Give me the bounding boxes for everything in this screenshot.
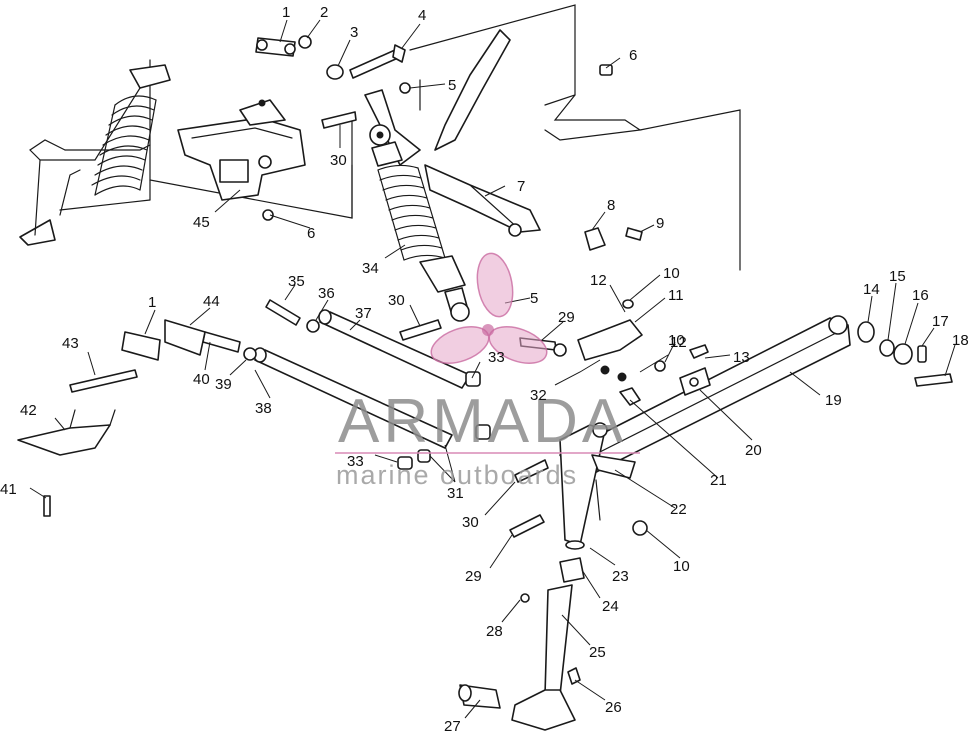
callout-6: 6 — [629, 47, 637, 64]
rear-suspension-assembly — [19, 64, 171, 246]
callout-1: 1 — [282, 4, 290, 21]
callout-16: 16 — [912, 287, 929, 304]
callout-42: 42 — [20, 402, 37, 419]
callout-21: 21 — [710, 472, 727, 489]
callout-41: 41 — [0, 481, 17, 498]
callout-14: 14 — [863, 281, 880, 298]
callout-1: 1 — [148, 294, 156, 311]
callout-30: 30 — [388, 292, 405, 309]
callout-10: 10 — [668, 332, 685, 349]
front-shock-absorber — [364, 89, 470, 322]
callout-6: 6 — [307, 225, 315, 242]
callout-leader-lines — [29, 19, 956, 719]
watermark-flower-logo — [430, 252, 548, 364]
callout-12: 12 — [670, 334, 687, 351]
callout-2: 2 — [320, 4, 328, 21]
watermark-brand: ARMADA — [338, 387, 627, 456]
callout-24: 24 — [602, 598, 619, 615]
callout-12: 12 — [590, 272, 607, 289]
callout-5: 5 — [530, 290, 538, 307]
callout-3: 3 — [350, 24, 358, 41]
callout-13: 13 — [733, 349, 750, 366]
callout-22: 22 — [670, 501, 687, 518]
callout-10: 10 — [673, 558, 690, 575]
callout-30: 30 — [330, 152, 347, 169]
link-arm-38 — [253, 347, 453, 449]
shock-mount-bracket — [177, 99, 306, 201]
callout-19: 19 — [825, 392, 842, 409]
callout-45: 45 — [193, 214, 210, 231]
hardware-parts — [17, 35, 953, 685]
callout-43: 43 — [62, 335, 79, 352]
callout-33: 33 — [347, 453, 364, 470]
front-coil-spring — [377, 164, 446, 261]
callout-15: 15 — [889, 268, 906, 285]
callout-17: 17 — [932, 313, 949, 330]
callout-31: 31 — [447, 485, 464, 502]
callout-5: 5 — [448, 77, 456, 94]
callout-27: 27 — [444, 718, 461, 734]
callout-29: 29 — [558, 309, 575, 326]
callout-8: 8 — [607, 197, 615, 214]
watermark: ARMADA marine outboards — [335, 252, 640, 490]
callout-29: 29 — [465, 568, 482, 585]
callout-40: 40 — [193, 371, 210, 388]
callout-33: 33 — [488, 349, 505, 366]
callout-38: 38 — [255, 400, 272, 417]
callout-44: 44 — [203, 293, 220, 310]
callout-11: 11 — [668, 287, 684, 304]
callout-7: 7 — [517, 178, 525, 195]
spindle-assembly — [458, 422, 636, 731]
upper-control-arm — [424, 164, 541, 237]
callout-30: 30 — [462, 514, 479, 531]
callout-20: 20 — [745, 442, 762, 459]
callout-25: 25 — [589, 644, 606, 661]
rear-coil-spring — [91, 95, 157, 196]
chassis-frame-outline — [149, 4, 741, 271]
callout-23: 23 — [612, 568, 629, 585]
callout-4: 4 — [418, 7, 426, 24]
callout-26: 26 — [605, 699, 622, 716]
frame-front-post — [434, 29, 511, 151]
callout-9: 9 — [656, 215, 664, 232]
callout-18: 18 — [952, 332, 969, 349]
watermark-tagline: marine outboards — [336, 460, 578, 490]
callout-32: 32 — [530, 387, 547, 404]
callout-35: 35 — [288, 273, 305, 290]
callout-36: 36 — [318, 285, 335, 302]
callout-10: 10 — [663, 265, 680, 282]
callout-37: 37 — [355, 305, 372, 322]
callout-28: 28 — [486, 623, 503, 640]
callout-labels: 1 2 3 4 5 6 30 7 8 9 45 6 34 10 12 11 35… — [0, 4, 969, 734]
callout-39: 39 — [215, 376, 232, 393]
callout-34: 34 — [362, 260, 379, 277]
